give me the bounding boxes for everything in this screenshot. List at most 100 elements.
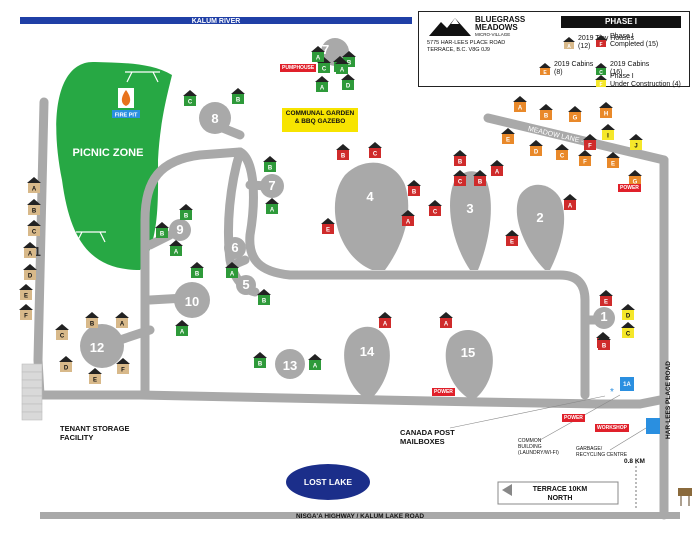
cabin-green-B[interactable]: B	[179, 204, 193, 220]
house-roof	[453, 150, 467, 156]
house-letter: E	[506, 138, 510, 144]
house-body	[454, 176, 466, 186]
house-body	[180, 210, 192, 220]
house-body	[24, 270, 36, 280]
cabin-tan-F[interactable]: F	[116, 358, 130, 374]
cabin-tan-A[interactable]: A	[27, 177, 41, 193]
cabin-green-B[interactable]: B	[342, 51, 356, 67]
house-roof	[578, 150, 592, 156]
cabin-orange-H[interactable]: H	[599, 102, 613, 118]
cabin-green-C[interactable]: C	[183, 90, 197, 106]
cabin-red-C[interactable]: C	[428, 200, 442, 216]
cabin-green-B[interactable]: B	[190, 262, 204, 278]
garbage-line1: GARBAGE/	[576, 446, 603, 452]
storage-label-line1: TENANT STORAGE	[60, 424, 130, 433]
cabin-green-A[interactable]: A	[175, 320, 189, 336]
cabin-tan-F[interactable]: F	[19, 304, 33, 320]
cabin-red-C[interactable]: C	[453, 170, 467, 186]
cabin-green-B[interactable]: B	[155, 222, 169, 238]
cabin-tan-C[interactable]: C	[55, 324, 69, 340]
cabin-tan-B[interactable]: B	[85, 312, 99, 328]
cabin-red-B[interactable]: B	[597, 334, 611, 350]
house-roof	[568, 106, 582, 112]
cabin-red-A[interactable]: A	[378, 312, 392, 328]
house-roof	[59, 356, 73, 362]
house-icon: F	[595, 35, 607, 48]
cabin-tan-C[interactable]: C	[27, 220, 41, 236]
cabin-green-A[interactable]: A	[225, 262, 239, 278]
cabin-red-B[interactable]: B	[473, 170, 487, 186]
phase-header: PHASE I	[561, 16, 681, 28]
house-roof	[341, 74, 355, 80]
cabin-green-A[interactable]: A	[315, 76, 329, 92]
cabin-yellow-D[interactable]: D	[621, 304, 635, 320]
cabin-yellow-C[interactable]: C	[621, 322, 635, 338]
cabin-orange-B[interactable]: B	[539, 104, 553, 120]
house-roof	[231, 88, 245, 94]
cabin-tan-D[interactable]: D	[23, 264, 37, 280]
cabin-red-B[interactable]: B	[336, 144, 350, 160]
entrance-sign-icon	[678, 488, 692, 506]
cabin-tan-B[interactable]: B	[27, 199, 41, 215]
house-letter: I	[607, 134, 609, 140]
loop-label-13: 13	[283, 358, 297, 373]
house-body	[86, 318, 98, 328]
house-letter: A	[230, 272, 235, 278]
cabin-green-A[interactable]: A	[265, 198, 279, 214]
house-body	[579, 156, 591, 166]
cabin-green-B[interactable]: B	[231, 88, 245, 104]
road-east-label: HAR-LEES PLACE ROAD	[665, 361, 672, 439]
cabin-orange-C[interactable]: C	[555, 144, 569, 160]
cabin-tan-E[interactable]: E	[88, 368, 102, 384]
cabin-green-D[interactable]: D	[341, 74, 355, 90]
house-letter: B	[262, 299, 267, 305]
brand-line1: BLUEGRASS	[475, 15, 526, 24]
cabin-red-E[interactable]: E	[599, 290, 613, 306]
house-roof	[490, 160, 504, 166]
cabin-green-A[interactable]: A	[169, 240, 183, 256]
cabin-green-A[interactable]: A	[308, 354, 322, 370]
house-body	[602, 130, 614, 140]
cabin-green-A[interactable]: A	[335, 58, 349, 74]
cabin-yellow-I[interactable]: I	[601, 124, 615, 140]
cabin-orange-G[interactable]: G	[568, 106, 582, 122]
cabin-tan-A[interactable]: A	[23, 242, 37, 258]
cabin-orange-G[interactable]: G	[628, 170, 642, 186]
legend-line1: 2019 Cabins	[554, 61, 594, 68]
cabin-orange-A[interactable]: A	[513, 96, 527, 112]
cabin-yellow-J[interactable]: J	[629, 134, 643, 150]
house-body	[429, 206, 441, 216]
cabin-red-F[interactable]: F	[583, 134, 597, 150]
storage-label: TENANT STORAGE FACILITY	[60, 424, 129, 442]
cabin-orange-D[interactable]: D	[529, 140, 543, 156]
cabin-red-E[interactable]: E	[505, 230, 519, 246]
house-body	[226, 268, 238, 278]
cabin-green-B[interactable]: B	[253, 352, 267, 368]
cabin-red-E[interactable]: E	[321, 218, 335, 234]
cabin-tan-A[interactable]: A	[115, 312, 129, 328]
cabin-red-B[interactable]: B	[407, 180, 421, 196]
garbage-label: GARBAGE/ RECYCLING CENTRE	[576, 446, 627, 458]
house-letter: D	[626, 314, 631, 320]
garbage-pointer	[609, 427, 647, 451]
cabin-red-A[interactable]: A	[490, 160, 504, 176]
cabin-green-B[interactable]: B	[263, 156, 277, 172]
cabin-tan-E[interactable]: E	[19, 284, 33, 300]
cabin-tan-D[interactable]: D	[59, 356, 73, 372]
house-letter: A	[32, 187, 37, 193]
cabin-red-B[interactable]: B	[453, 150, 467, 166]
cabin-orange-F[interactable]: F	[578, 150, 592, 166]
cabin-red-A[interactable]: A	[563, 194, 577, 210]
house-letter: C	[458, 180, 463, 186]
cabin-red-C[interactable]: C	[368, 142, 382, 158]
cabin-green-A[interactable]: A	[311, 46, 325, 62]
house-roof	[169, 240, 183, 246]
cabin-orange-E[interactable]: E	[501, 128, 515, 144]
cabin-red-A[interactable]: A	[401, 210, 415, 226]
house-body	[56, 330, 68, 340]
legend-line1: 2019 Tiny Houses	[578, 35, 635, 42]
house-letter: E	[24, 294, 28, 300]
cabin-red-A[interactable]: A	[439, 312, 453, 328]
cabin-orange-E[interactable]: E	[606, 152, 620, 168]
cabin-green-B[interactable]: B	[257, 289, 271, 305]
